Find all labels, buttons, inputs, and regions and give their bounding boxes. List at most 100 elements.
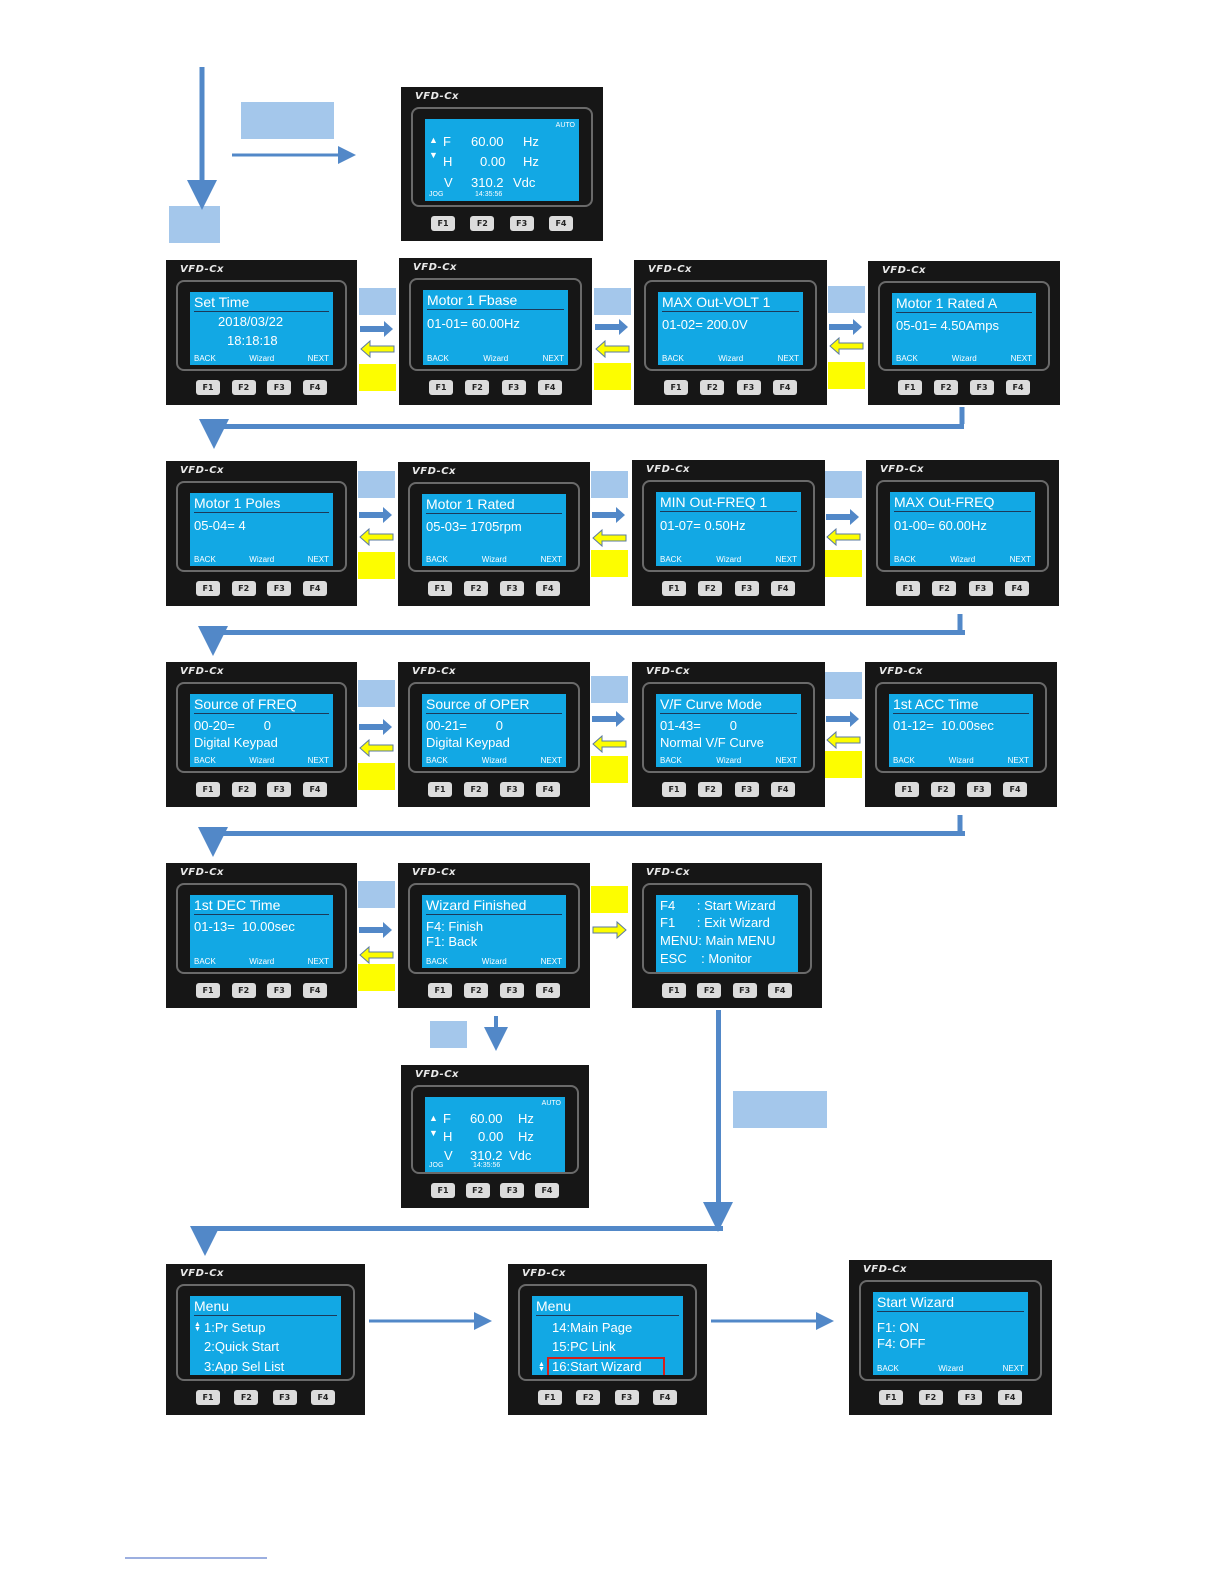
f1-key[interactable]: F1 xyxy=(662,581,686,596)
f2-key[interactable]: F2 xyxy=(700,380,725,395)
f3-key[interactable]: F3 xyxy=(509,216,534,231)
f3-key[interactable]: F3 xyxy=(734,782,759,797)
f2-key[interactable]: F2 xyxy=(697,983,722,998)
f3-key[interactable]: F3 xyxy=(500,1183,525,1198)
f2-key[interactable]: F2 xyxy=(465,1183,490,1198)
f1-key[interactable]: F1 xyxy=(664,380,688,395)
menu-item-pr-setup[interactable]: 1:Pr Setup xyxy=(204,1320,266,1335)
f4-key[interactable]: F4 xyxy=(302,782,327,797)
f3-key[interactable]: F3 xyxy=(614,1390,639,1405)
f3-key[interactable]: F3 xyxy=(968,581,993,596)
f2-key[interactable]: F2 xyxy=(698,581,723,596)
f3-key[interactable]: F3 xyxy=(267,581,292,596)
lcd-source-oper: Source of OPER 00-21= 0 Digital Keypad B… xyxy=(422,694,566,767)
f1-key[interactable]: F1 xyxy=(196,380,220,395)
brand-logo: VFD-Cx xyxy=(646,666,690,677)
f1-key[interactable]: F1 xyxy=(196,782,220,797)
f3-key[interactable]: F3 xyxy=(267,782,292,797)
f3-key[interactable]: F3 xyxy=(736,380,761,395)
f4-key[interactable]: F4 xyxy=(302,581,327,596)
f2-key[interactable]: F2 xyxy=(231,380,256,395)
keypad-acc-time: VFD-Cx 1st ACC Time 01-12= 10.00sec BACK… xyxy=(865,662,1057,807)
f4-key[interactable]: F4 xyxy=(652,1390,677,1405)
f4-key[interactable]: F4 xyxy=(536,983,560,998)
f1-key[interactable]: F1 xyxy=(428,983,452,998)
f3-key[interactable]: F3 xyxy=(958,1390,983,1405)
f1-key[interactable]: F1 xyxy=(662,983,686,998)
f4-key[interactable]: F4 xyxy=(772,380,797,395)
f4-key[interactable]: F4 xyxy=(997,1390,1022,1405)
jog-label: JOG xyxy=(429,1162,444,1169)
f1-key[interactable]: F1 xyxy=(895,782,919,797)
f2-key[interactable]: F2 xyxy=(698,782,723,797)
f4-key[interactable]: F4 xyxy=(536,782,560,797)
menu-item-app-sel-list[interactable]: 3:App Sel List xyxy=(204,1359,285,1374)
f2-key[interactable]: F2 xyxy=(465,380,490,395)
f4-key[interactable]: F4 xyxy=(548,216,573,231)
back-softkey: BACK xyxy=(194,354,216,363)
f1-key[interactable]: F1 xyxy=(662,782,686,797)
screen-line-1: 01-02= 200.0V xyxy=(662,317,748,332)
f4-key[interactable]: F4 xyxy=(537,380,562,395)
f3-key[interactable]: F3 xyxy=(500,581,524,596)
f4-key[interactable]: F4 xyxy=(770,581,795,596)
f3-key[interactable]: F3 xyxy=(967,782,991,797)
f2-key[interactable]: F2 xyxy=(231,782,256,797)
f4-key[interactable]: F4 xyxy=(534,1183,559,1198)
f2-key[interactable]: F2 xyxy=(231,983,256,998)
f1-key[interactable]: F1 xyxy=(428,782,452,797)
next-softkey: NEXT xyxy=(540,957,562,966)
f1-key[interactable]: F1 xyxy=(428,581,452,596)
f4-key[interactable]: F4 xyxy=(767,983,792,998)
f3-key[interactable]: F3 xyxy=(501,380,526,395)
f4-key[interactable]: F4 xyxy=(1004,581,1029,596)
menu-item-main-page[interactable]: 14:Main Page xyxy=(552,1320,633,1335)
f2-key[interactable]: F2 xyxy=(234,1390,259,1405)
f1-key[interactable]: F1 xyxy=(196,983,220,998)
f3-key[interactable]: F3 xyxy=(272,1390,297,1405)
f3-key[interactable]: F3 xyxy=(267,983,292,998)
f3-key[interactable]: F3 xyxy=(732,983,757,998)
f2-key[interactable]: F2 xyxy=(464,983,488,998)
label-block-yellow xyxy=(358,552,395,579)
menu-item-pc-link[interactable]: 15:PC Link xyxy=(552,1339,616,1354)
f3-key[interactable]: F3 xyxy=(267,380,292,395)
wizard-softkey: Wizard xyxy=(481,555,507,564)
f1-key[interactable]: F1 xyxy=(879,1390,903,1405)
back-softkey: BACK xyxy=(427,354,449,363)
f2-key[interactable]: F2 xyxy=(464,581,488,596)
f2-key[interactable]: F2 xyxy=(931,782,955,797)
f3-key[interactable]: F3 xyxy=(500,782,524,797)
f3-key[interactable]: F3 xyxy=(500,983,524,998)
f1-key[interactable]: F1 xyxy=(196,1390,220,1405)
f4-key[interactable]: F4 xyxy=(1003,782,1027,797)
f2-key[interactable]: F2 xyxy=(231,581,256,596)
f4-key[interactable]: F4 xyxy=(302,983,327,998)
f2-key[interactable]: F2 xyxy=(464,782,488,797)
menu-item-quick-start[interactable]: 2:Quick Start xyxy=(204,1339,280,1354)
yellow-arrow-right xyxy=(592,920,627,940)
f1-key[interactable]: F1 xyxy=(898,380,922,395)
f1-key[interactable]: F1 xyxy=(429,380,453,395)
f4-key[interactable]: F4 xyxy=(770,782,795,797)
f1-key[interactable]: F1 xyxy=(196,581,220,596)
f1-key[interactable]: F1 xyxy=(896,581,920,596)
f1-key[interactable]: F1 xyxy=(538,1390,562,1405)
f4-key[interactable]: F4 xyxy=(1006,380,1030,395)
f2-key[interactable]: F2 xyxy=(934,380,958,395)
f1-key[interactable]: F1 xyxy=(431,216,455,231)
f3-key[interactable]: F3 xyxy=(734,581,759,596)
f2-key[interactable]: F2 xyxy=(918,1390,943,1405)
f4-key[interactable]: F4 xyxy=(536,581,560,596)
menu-item-start-wizard[interactable]: 16:Start Wizard xyxy=(552,1359,642,1374)
f2-key[interactable]: F2 xyxy=(932,581,957,596)
f2-key[interactable]: F2 xyxy=(470,216,495,231)
f2-key[interactable]: F2 xyxy=(576,1390,601,1405)
f4-key[interactable]: F4 xyxy=(310,1390,335,1405)
f4-key[interactable]: F4 xyxy=(302,380,327,395)
f1-key[interactable]: F1 xyxy=(431,1183,455,1198)
keypad-source-oper: VFD-Cx Source of OPER 00-21= 0 Digital K… xyxy=(398,662,590,807)
f3-key[interactable]: F3 xyxy=(970,380,994,395)
